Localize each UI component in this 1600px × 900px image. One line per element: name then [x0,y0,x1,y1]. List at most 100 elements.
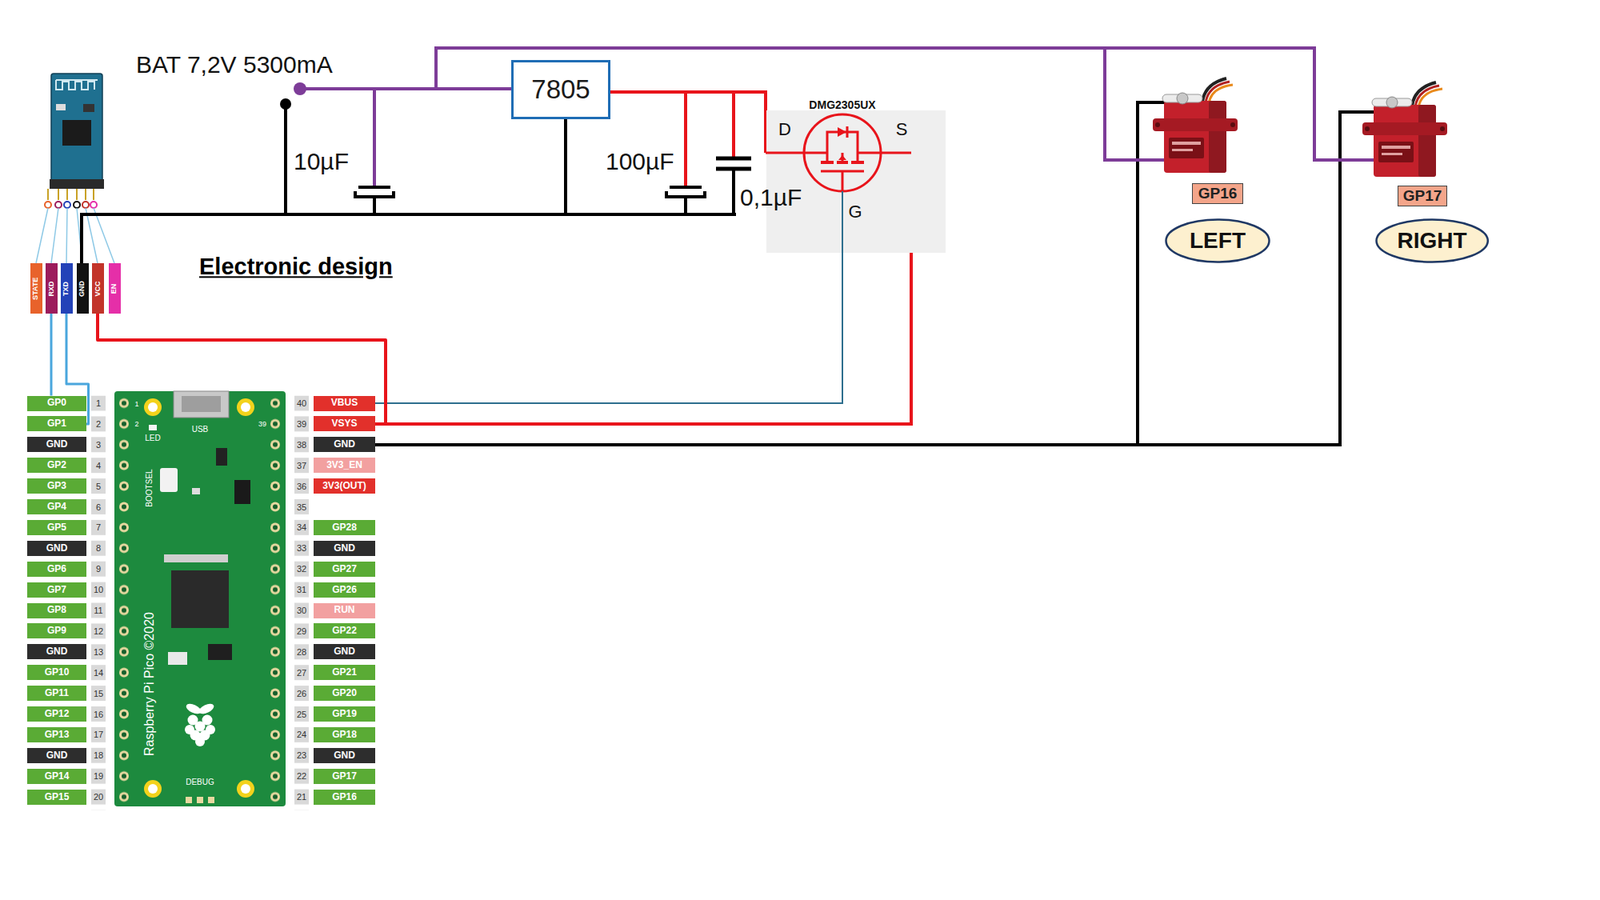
pin-number: 38 [296,439,307,450]
pin-tag-box: GP17 [1397,185,1448,208]
pin-dot [44,201,52,208]
pico-pin-label: GND [27,436,87,452]
header-pins [48,188,94,200]
pin-number: 21 [296,792,307,803]
pico-pin-label: GP28 [313,520,376,536]
pico-pin-label: GND [313,436,376,452]
pin-tag-box: GP16 [1192,183,1244,205]
pin-name: GP12 [44,708,70,720]
pin-name: GP4 [47,501,67,512]
pin-number: 13 [93,646,104,657]
side-name: RIGHT [1396,228,1467,254]
pin-name: GND [46,439,68,450]
side-name: LEFT [1189,228,1246,254]
capacitor-value: 100µF [605,148,675,176]
servo-hub [1176,92,1188,104]
body-arrow [838,155,847,160]
module-pin-label: STATE [30,263,43,314]
pin-name: GP22 [332,625,357,636]
pin-name: GP16 [332,792,357,803]
pin-header [49,179,104,189]
pico-pin-label: GND [27,540,87,556]
servo-sticker [1168,137,1204,159]
pico-pin-label: GP13 [27,727,87,743]
capacitor-plate [716,158,752,169]
body-diode [837,127,847,137]
pico-pin-label: 3V3(OUT) [313,478,376,494]
pin-name: GP7 [47,584,67,596]
pico-pin-label: GP10 [27,664,87,680]
pico-pin-label: GP0 [27,396,87,412]
board-silkscreen: DEBUG [185,777,215,788]
pin-name: GND [333,543,356,554]
pico-pin-label: GND [27,748,87,764]
pin-number: 28 [296,646,307,657]
pin-name: GP21 [332,667,357,678]
pin-number: 35 [296,501,307,512]
pico-pin-label: GP6 [27,561,87,577]
pin-number: 2 [96,419,101,430]
servo-tab [1152,118,1238,132]
pico-pin-label: GP18 [313,727,376,743]
smd-component [208,644,232,660]
pin-number: 11 [93,605,103,616]
pin-number: 27 [296,667,307,678]
servo-screw-hole [1440,126,1445,132]
terminal-name: S [896,119,908,140]
pin-name: GP15 [44,792,70,803]
pin-number: 17 [93,729,104,740]
ellipse-shape [1166,220,1270,263]
pin-name: GND [333,439,356,450]
pin-number: 33 [296,543,307,554]
rp2040-chip [171,570,229,628]
sticker-line [1172,141,1201,145]
pad-strip [116,396,284,811]
pico-pin-label: VBUS [313,396,376,412]
signal-name: GND [78,280,87,296]
pin-name: GP20 [332,688,357,699]
pico-pin-label: GND [27,644,87,660]
pin-number: 20 [93,792,104,803]
module-pcb [51,73,103,186]
servo-sticker [1378,141,1414,163]
battery-label: BAT 7,2V 5300mA [136,51,333,80]
pin-number: 14 [93,667,104,678]
logo-leaf [197,701,216,716]
sticker-line [1381,152,1403,156]
pico-pin-label: GP8 [27,603,87,619]
pico-pin-label: GP12 [27,706,87,722]
pin-number: 31 [296,584,307,596]
pin-name: GP10 [44,667,70,678]
board-silkscreen: Raspberry Pi Pico ©2020 [142,612,157,756]
servo-screw-hole [1364,126,1370,132]
ground-wire [81,104,735,264]
smd-component [216,448,228,466]
led-component [148,424,157,431]
pin-number: 32 [296,564,307,575]
pin-dot [64,201,71,208]
pin-name: RUN [334,604,356,616]
pin-number: 29 [296,626,307,637]
pico-pin-label: GP26 [313,582,376,598]
pin-number: 39 [296,419,307,430]
pin-name: GP11 [44,688,69,699]
pin-number: 25 [296,708,307,720]
pin-name: GP8 [47,604,67,616]
board-silkscreen: LED [144,433,160,444]
capacitor-plate [355,191,394,197]
terminal-name: D [778,119,792,140]
pin-number: 10 [93,584,104,596]
pico-pin-label: GP17 [313,768,376,784]
pin-number: 36 [296,480,307,492]
debug-pad [208,796,215,804]
pin-number: 6 [96,501,101,512]
mount-hole [144,780,162,798]
pin-number: 37 [296,460,307,471]
pin-number: 34 [296,522,307,533]
pin-number: 26 [296,688,307,699]
servo-tab [1362,122,1448,136]
smd-component [56,104,66,111]
servo-side [1208,100,1227,173]
mosfet-channel [820,160,864,164]
